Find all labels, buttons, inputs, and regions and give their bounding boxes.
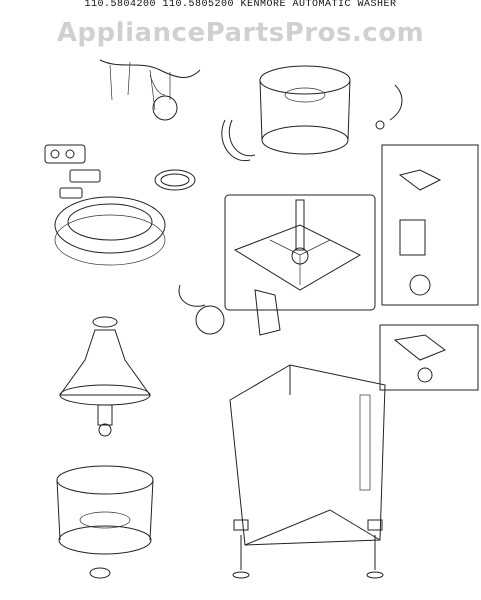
inset-panel-upper [381, 144, 479, 306]
switch-assembly [59, 169, 101, 199]
pump-hose [221, 119, 256, 162]
water-inlet-hose [154, 169, 196, 191]
agitator [59, 329, 151, 406]
spin-basket-top [259, 65, 351, 155]
base-drive-assembly [224, 194, 376, 311]
diagram-title: 110.5804200 110.5805200 KENMORE AUTOMATI… [84, 0, 397, 10]
leveling-leg-left [232, 519, 250, 579]
hose-clamp-right [375, 84, 403, 130]
agitator-cap [92, 316, 118, 328]
cabinet [229, 364, 386, 546]
agitator-drive [97, 404, 113, 437]
inset-panel-lower [379, 324, 479, 391]
wire-harness [99, 59, 201, 121]
timer-control [44, 144, 86, 164]
front-leg-bracket [254, 289, 281, 336]
basket-nut [89, 567, 111, 579]
shock-spring [178, 284, 225, 335]
leveling-leg-right [366, 519, 384, 579]
spin-basket [56, 465, 154, 555]
tub-ring [54, 196, 166, 266]
